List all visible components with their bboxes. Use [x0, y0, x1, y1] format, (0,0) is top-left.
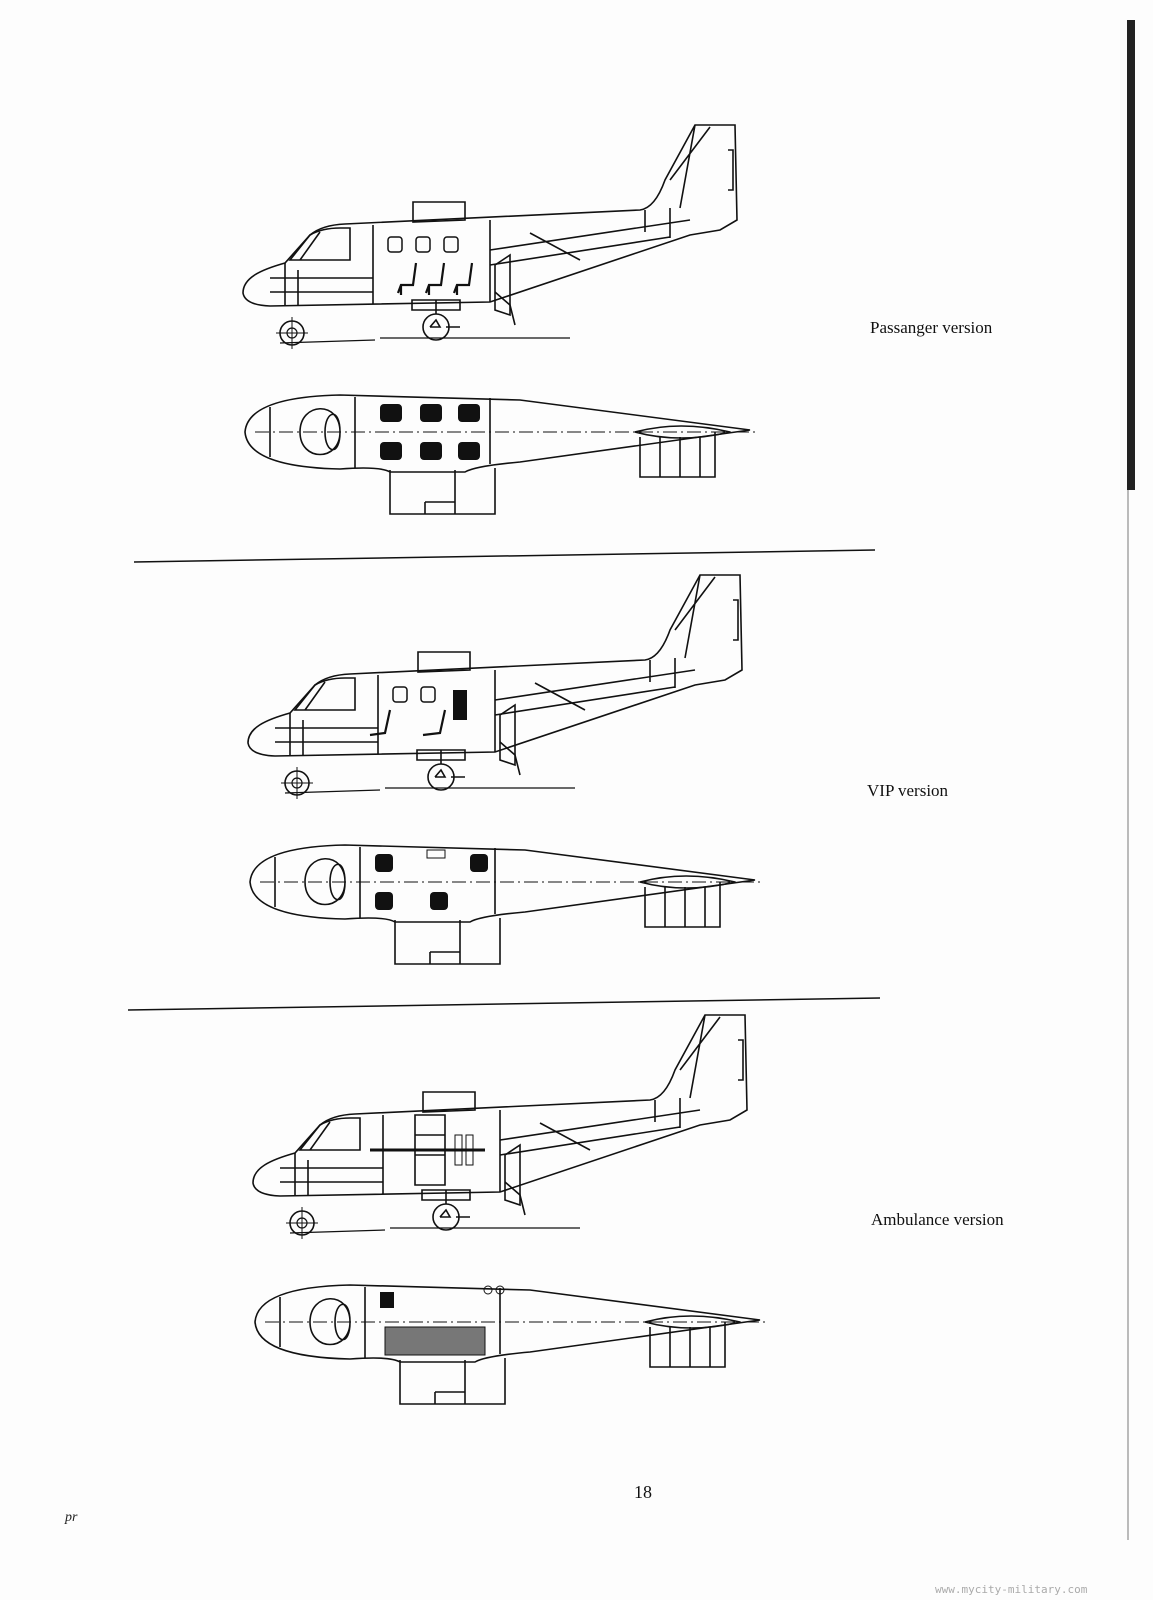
tail-fin-detail [679, 1014, 744, 1099]
scan-edge-line [1127, 490, 1129, 1540]
vip-seat-icon [430, 892, 448, 910]
passenger-seat-icon [458, 404, 480, 422]
vip-version-label: VIP version [867, 781, 949, 800]
vip-seat-icon [375, 854, 393, 872]
oxygen-cylinder-top [495, 1285, 505, 1295]
cabin-window [420, 686, 436, 703]
stabilizer [504, 1143, 521, 1207]
tail-pod [649, 1322, 726, 1368]
cabin-window [415, 236, 431, 253]
nose-wheel-crosshair [281, 767, 313, 799]
cockpit-window [288, 227, 351, 261]
tail-pod [639, 432, 716, 478]
watermark: www.mycity-military.com [935, 1583, 1088, 1596]
stretcher-top-icon [384, 1326, 486, 1356]
tail-boom-lines [499, 1098, 701, 1156]
seat-icon [369, 709, 447, 737]
engine-housing [422, 1091, 476, 1113]
nose-wheel-crosshair [276, 317, 308, 349]
section-divider [127, 997, 881, 1011]
top-fuselage-outline [249, 844, 756, 923]
cabin-window [392, 686, 408, 703]
vip-table [426, 849, 446, 859]
passenger-version-drawing [242, 124, 755, 515]
tail-boom-lines [489, 208, 691, 266]
attendant-seat-icon [380, 1292, 394, 1308]
side-view [242, 124, 738, 349]
stretcher-rack [414, 1114, 446, 1186]
side-view [252, 1014, 748, 1239]
passenger-seat-icon [458, 442, 480, 460]
fuselage-outline [247, 574, 743, 757]
tail-fin-detail [674, 574, 739, 659]
tail-skid [494, 291, 516, 326]
page-number: 18 [634, 1482, 652, 1502]
nose-wheel-crosshair [286, 1207, 318, 1239]
ground-line [279, 337, 570, 344]
tail-fin-detail [669, 124, 734, 209]
fuselage-outline [252, 1014, 748, 1197]
side-view [247, 574, 743, 799]
cockpit-window [298, 1117, 361, 1151]
oxygen-cylinder-top [483, 1285, 493, 1295]
cabin-window [443, 236, 459, 253]
tail-skid [504, 1181, 526, 1216]
seat-icon [396, 262, 418, 295]
top-fuselage-outline [254, 1284, 761, 1363]
tail-skid [499, 741, 521, 776]
engine-housing [412, 201, 466, 223]
top-view [244, 394, 755, 515]
main-gear [411, 299, 461, 328]
engine-pod [394, 918, 501, 965]
oxygen-cylinder [465, 1134, 474, 1166]
passenger-seat-icon [420, 404, 442, 422]
tail-plane [639, 875, 736, 889]
vip-seat-icon [375, 892, 393, 910]
passenger-version-label: Passanger version [870, 318, 993, 337]
top-view [249, 844, 760, 965]
section-divider [133, 549, 876, 563]
top-view [254, 1284, 765, 1405]
ambulance-version-drawing [252, 1014, 765, 1405]
seat-icon [452, 262, 474, 295]
passenger-seat-icon [380, 404, 402, 422]
engine-housing [417, 651, 471, 673]
fuselage-outline [242, 124, 738, 307]
vip-version-drawing [247, 574, 760, 965]
ambulance-version-label: Ambulance version [871, 1210, 1004, 1229]
cockpit-window [293, 677, 356, 711]
tail-plane [644, 1315, 741, 1329]
tail-pod [644, 882, 721, 928]
ground-line [289, 1227, 580, 1234]
main-gear [421, 1189, 471, 1218]
stabilizer [499, 703, 516, 767]
tail-boom-lines [494, 658, 696, 716]
scan-edge-shadow [1127, 20, 1135, 490]
fuselage-frames [270, 220, 491, 306]
margin-note: pr [65, 1510, 78, 1525]
fuselage-frames [275, 670, 496, 756]
oxygen-cylinder [454, 1134, 463, 1166]
fuselage-frames [280, 1110, 501, 1196]
cabin-window [387, 236, 403, 253]
passenger-seat-icon [380, 442, 402, 460]
engine-pod [389, 468, 496, 515]
vip-seat-icon [470, 854, 488, 872]
tail-plane [634, 425, 731, 439]
main-gear [416, 749, 466, 778]
vip-seat-icon [453, 690, 467, 720]
stabilizer [494, 253, 511, 317]
top-fuselage-outline [244, 394, 751, 473]
passenger-seat-icon [420, 442, 442, 460]
engine-pod [399, 1358, 506, 1405]
seat-icon [424, 262, 446, 295]
ground-line [284, 787, 575, 794]
